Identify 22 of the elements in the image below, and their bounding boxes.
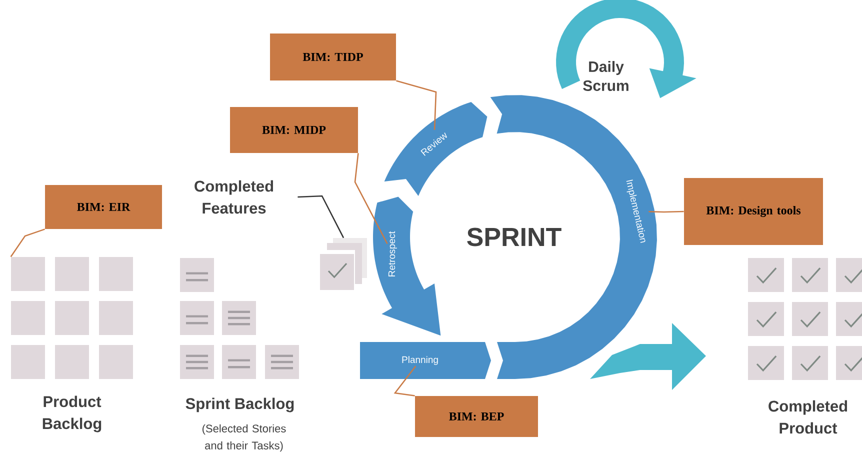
leader-line [648, 210, 684, 213]
band-label: Retrospect [388, 231, 397, 276]
completed-features-label: Completed Features [194, 180, 274, 214]
callout-box: BIM: BEP [415, 396, 538, 437]
grid-caption: Product Backlog [42, 396, 102, 432]
daily-scrum-label: Daily Scrum [583, 61, 628, 91]
sprint-title: SPRINT [467, 228, 562, 246]
callout-box: BIM: TIDP [270, 34, 396, 80]
stacked-cards-drawing [320, 238, 367, 290]
leader-line [298, 195, 344, 238]
callout-box: BIM: MIDP [230, 107, 358, 153]
grid-note: (Selected Stories and their Tasks) [202, 424, 286, 452]
leader-line [10, 228, 46, 258]
leader-line [354, 153, 388, 244]
grid-caption: Sprint Backlog [186, 398, 294, 412]
callout-box: BIM: EIR [45, 185, 162, 229]
band-label: Planning [402, 356, 438, 365]
grid-caption: Completed Product [768, 400, 847, 434]
product-backlog-drawing [11, 257, 133, 379]
callout-box: BIM: Design tools [684, 178, 823, 245]
leader-line [394, 366, 416, 396]
leader-line [396, 80, 437, 130]
